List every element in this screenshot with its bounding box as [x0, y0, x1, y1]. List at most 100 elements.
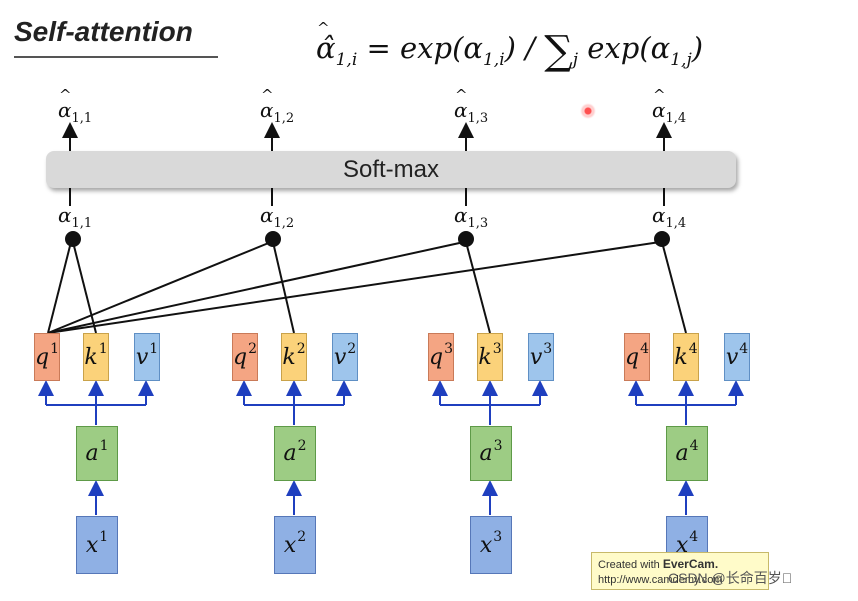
value-box-3-letter: v: [529, 344, 543, 370]
value-box-2-index: 2: [347, 341, 357, 357]
key-box-1-letter: k: [84, 344, 98, 370]
input-a-box-2-index: 2: [297, 437, 307, 454]
k2-to-score-2: [272, 241, 295, 334]
output-alpha-hat-4-symbol: α: [652, 86, 666, 122]
output-alpha-hat-3-subscript: 1,3: [467, 111, 489, 126]
k4-to-score-4: [661, 241, 687, 334]
score-dot-3: [458, 231, 474, 247]
input-a-box-4-letter: a: [675, 441, 689, 466]
output-alpha-hat-1-subscript: 1,1: [71, 111, 93, 126]
value-box-3-index: 3: [543, 341, 553, 357]
laser-pointer-dot: [580, 103, 596, 119]
formula-rhs: exp(α: [587, 31, 671, 65]
score-dot-1: [65, 231, 81, 247]
key-box-2-index: 2: [296, 341, 306, 357]
input-a-box-2-letter: a: [283, 441, 297, 466]
query-box-3-index: 3: [444, 341, 454, 357]
value-box-4-index: 4: [739, 341, 749, 357]
k1-to-score-1: [72, 241, 97, 334]
input-x-box-1-index: 1: [99, 529, 109, 545]
input-x-box-3-letter: x: [479, 532, 493, 558]
output-alpha-hat-3-symbol: α: [454, 86, 468, 122]
q1-to-score-3: [47, 241, 465, 334]
formula-sum-sub: j: [572, 49, 579, 70]
query-box-2-index: 2: [248, 341, 258, 357]
input-x-box-2-letter: x: [283, 532, 297, 558]
key-box-2-letter: k: [282, 344, 296, 370]
value-box-1-index: 1: [149, 341, 159, 357]
output-alpha-hat-1: α1,1: [58, 86, 93, 126]
input-a-box-1-index: 1: [99, 437, 109, 454]
evercam-url: http://www.camdemy.com: [598, 574, 723, 586]
key-box-3-letter: k: [478, 344, 492, 370]
formula-rhs-sub: 1,j: [670, 49, 692, 70]
input-a-box-3-index: 3: [493, 437, 503, 454]
output-alpha-hat-2: α1,2: [260, 86, 295, 126]
score-alpha-1-symbol: α: [58, 203, 72, 227]
formula-mid-close: ) /: [504, 31, 535, 65]
query-box-1-index: 1: [50, 341, 60, 357]
score-alpha-4-subscript: 1,4: [665, 216, 687, 231]
output-alpha-hat-4-subscript: 1,4: [665, 111, 687, 126]
input-x-box-4-letter: x: [675, 532, 689, 558]
value-box-1-letter: v: [135, 344, 149, 370]
softmax-formula: α̂1,i = exp(α1,i) / ∑j exp(α1,j): [316, 19, 704, 74]
query-box-4-index: 4: [640, 341, 650, 357]
score-alpha-2: α1,2: [260, 203, 294, 231]
formula-rhs-close: ): [691, 31, 704, 65]
title-underline: [14, 56, 218, 58]
slide-title: Self-attention: [14, 16, 193, 47]
formula-eq: = exp(α: [366, 31, 483, 65]
output-alpha-hat-4: α1,4: [652, 86, 687, 126]
query-box-2-letter: q: [233, 344, 248, 370]
score-alpha-3-subscript: 1,3: [467, 216, 489, 231]
input-a-box-4-index: 4: [689, 437, 699, 454]
input-x-box-4-index: 4: [689, 529, 699, 545]
input-a-box-1-letter: a: [85, 441, 99, 466]
score-alpha-3-symbol: α: [454, 203, 468, 227]
output-alpha-hat-2-subscript: 1,2: [273, 111, 295, 126]
evercam-watermark: Created with EverCam. http://www.camdemy…: [591, 552, 769, 590]
key-box-1-index: 1: [98, 341, 108, 357]
formula-lhs-sub: 1,i: [335, 49, 358, 70]
q1-to-score-4: [47, 241, 661, 334]
softmax-bar: Soft-max: [46, 151, 736, 188]
output-alpha-hat-3: α1,3: [454, 86, 489, 126]
query-box-3-letter: q: [429, 344, 444, 370]
key-box-3-index: 3: [492, 341, 502, 357]
score-alpha-2-symbol: α: [260, 203, 274, 227]
q1-to-score-2: [47, 241, 272, 334]
input-x-box-3-index: 3: [493, 529, 503, 545]
evercam-prefix: Created with: [598, 559, 663, 571]
output-alpha-hat-1-symbol: α: [58, 86, 72, 122]
score-dot-4: [654, 231, 670, 247]
key-box-4-index: 4: [688, 341, 698, 357]
score-alpha-1-subscript: 1,1: [71, 216, 93, 231]
key-box-4-letter: k: [674, 344, 688, 370]
score-alpha-1: α1,1: [58, 203, 92, 231]
score-alpha-3: α1,3: [454, 203, 488, 231]
output-alpha-hat-2-symbol: α: [260, 86, 274, 122]
score-alpha-2-subscript: 1,2: [273, 216, 295, 231]
input-x-box-1-letter: x: [85, 532, 99, 558]
csdn-watermark: CSDN @长命百岁 : [668, 570, 793, 586]
input-x-box-2-index: 2: [297, 529, 307, 545]
q1-to-score-1: [47, 241, 72, 334]
query-box-1-letter: q: [35, 344, 50, 370]
formula-lhs: α̂: [316, 19, 336, 65]
